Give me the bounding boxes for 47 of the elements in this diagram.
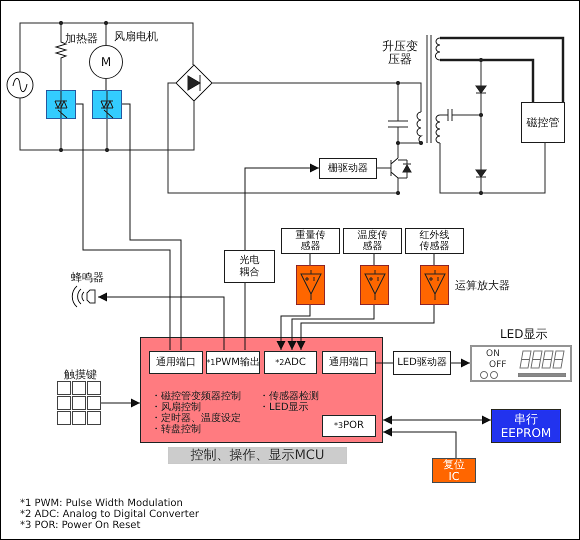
footnote: *1 PWM: Pulse Width Modulation bbox=[20, 498, 183, 509]
arrow bbox=[296, 304, 434, 350]
gate-driver-box: 栅驱动器 bbox=[319, 158, 377, 179]
keypad-label: 触摸键 bbox=[64, 367, 97, 382]
bullet-item: ・定时器、温度设定 bbox=[151, 413, 241, 424]
switch-label: OFF bbox=[489, 360, 506, 370]
bullet-item: ・风扇控制 bbox=[151, 402, 201, 413]
eeprom-block: 串行 EEPROM bbox=[491, 409, 561, 443]
switch-label: ON bbox=[486, 349, 500, 359]
transformer-label: 升压变压器 bbox=[381, 40, 419, 66]
buzzer-label: 蜂鸣器 bbox=[71, 270, 104, 285]
arrow bbox=[450, 358, 470, 368]
footnote: *3 POR: Power On Reset bbox=[20, 520, 140, 531]
mcu-block bbox=[140, 337, 383, 443]
heater-label: 加热器 bbox=[65, 31, 98, 46]
connector-line bbox=[122, 104, 182, 350]
bullet-item: ・LED显示 bbox=[259, 402, 309, 413]
connector-line bbox=[244, 282, 246, 350]
bullet-item: ・磁控管变频器控制 bbox=[151, 391, 241, 402]
arrow bbox=[98, 292, 224, 350]
led-driver-box: LED驱动器 bbox=[393, 351, 451, 375]
motor-label: 风扇电机 bbox=[114, 31, 159, 43]
bullet-item: ・转盘控制 bbox=[151, 424, 201, 435]
magnetron-box: 磁控管 bbox=[521, 102, 565, 143]
port-box: 通用端口 bbox=[322, 351, 376, 374]
sensor-box: 红外线传感器 bbox=[405, 228, 464, 254]
reset-ic-block: 复位 IC bbox=[432, 458, 476, 483]
triac-block bbox=[92, 90, 122, 119]
motor-symbol: M bbox=[89, 45, 123, 79]
port-box: 通用端口 bbox=[149, 351, 203, 374]
arrow bbox=[244, 164, 320, 250]
optocoupler-box: 光电耦合 bbox=[224, 250, 275, 283]
arrow bbox=[100, 398, 140, 408]
triac-block bbox=[46, 90, 76, 119]
display-label: LED显示 bbox=[500, 326, 548, 343]
sensor-box: 温度传感器 bbox=[343, 228, 402, 254]
connector-line bbox=[374, 362, 394, 364]
connector-line bbox=[76, 104, 170, 350]
op-amp-label: 运算放大器 bbox=[455, 278, 510, 293]
arrow bbox=[276, 304, 310, 350]
footnote: *2 ADC: Analog to Digital Converter bbox=[20, 509, 199, 520]
mcu-caption-bar: 控制、操作、显示MCU bbox=[168, 447, 347, 464]
arrow bbox=[382, 428, 456, 458]
sensor-box: 重量传感器 bbox=[281, 228, 340, 254]
bullet-item: ・传感器检测 bbox=[259, 391, 319, 402]
arrow bbox=[382, 416, 492, 424]
arrow bbox=[288, 304, 374, 350]
